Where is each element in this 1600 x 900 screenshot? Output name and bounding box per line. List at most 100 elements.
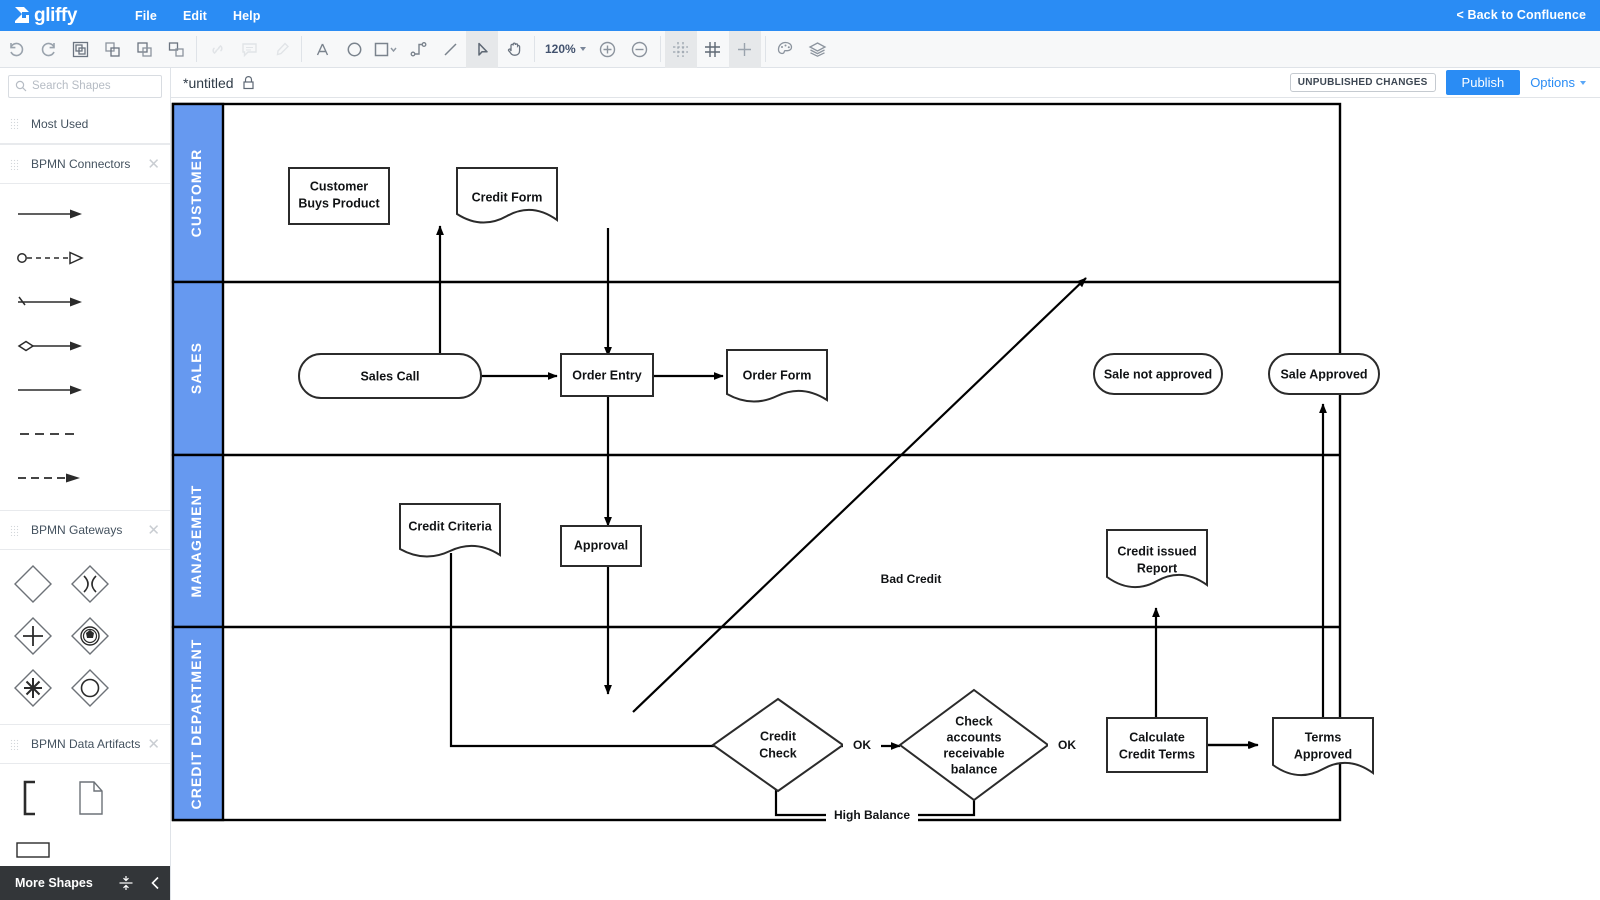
shape-gateway-exclusive-x[interactable]: [61, 558, 118, 610]
node-sales-call[interactable]: Sales Call: [298, 353, 482, 399]
node-credit-form[interactable]: Credit Form: [456, 167, 558, 224]
redo-icon[interactable]: [32, 31, 64, 68]
back-to-confluence-link[interactable]: < Back to Confluence: [1456, 8, 1586, 22]
shape-artifact-data-store[interactable]: [4, 824, 61, 876]
shape-artifact-group-bracket[interactable]: [4, 772, 61, 824]
menu-edit[interactable]: Edit: [182, 8, 207, 23]
comment-icon[interactable]: [233, 31, 265, 68]
document-title[interactable]: *untitled: [183, 74, 234, 91]
zoom-out-icon[interactable]: [624, 31, 656, 68]
node-check-accounts-receivable-balance[interactable]: Check accounts receivable balance: [898, 688, 1050, 802]
document-header: *untitled UNPUBLISHED CHANGES Publish Op…: [171, 68, 1600, 98]
menu-file[interactable]: File: [135, 8, 157, 23]
section-header-bpmn-connectors[interactable]: BPMN Connectors ✕: [0, 144, 170, 184]
node-order-entry[interactable]: Order Entry: [560, 353, 654, 397]
eyedropper-icon[interactable]: [265, 31, 297, 68]
shape-gateway-event-based-multiple[interactable]: [61, 610, 118, 662]
shape-connector-message-dashed[interactable]: [8, 236, 93, 280]
select-tool-icon[interactable]: [466, 30, 498, 68]
drag-grip-icon: [10, 158, 19, 170]
show-grid-icon[interactable]: [697, 31, 729, 68]
hide-sidebar-icon[interactable]: [141, 875, 170, 891]
swimlane-container[interactable]: CUSTOMER SALES MANAGEMENT CREDIT DEPARTM…: [171, 102, 1342, 822]
node-label: Credit Form: [472, 190, 543, 204]
section-header-most-used[interactable]: Most Used: [0, 104, 170, 144]
close-icon[interactable]: ✕: [147, 735, 160, 753]
shape-gateway-event-based-circle[interactable]: [61, 662, 118, 714]
node-label: Order Form: [743, 368, 812, 382]
node-credit-check[interactable]: Credit Check: [711, 697, 845, 793]
shape-connector-default-arrow[interactable]: [8, 280, 93, 324]
node-credit-issued-report[interactable]: Credit issued Report: [1106, 529, 1208, 588]
line-tool-icon[interactable]: [434, 31, 466, 68]
gliffy-logo[interactable]: gliffy: [12, 5, 77, 27]
node-label: Order Entry: [572, 368, 642, 382]
lock-icon[interactable]: [242, 75, 255, 90]
node-credit-criteria[interactable]: Credit Criteria: [399, 503, 501, 558]
zoom-in-icon[interactable]: [592, 31, 624, 68]
close-icon[interactable]: ✕: [147, 521, 160, 539]
arrange-icon[interactable]: [160, 31, 192, 68]
bring-to-front-icon[interactable]: [96, 31, 128, 68]
shape-connector-solid-arrow[interactable]: [8, 192, 93, 236]
pan-tool-icon[interactable]: [498, 31, 530, 68]
edge-credit-criteria-to-credit-check[interactable]: [449, 553, 901, 750]
shape-gateway-exclusive-blank[interactable]: [4, 558, 61, 610]
edge-label-ok-2: OK: [1058, 738, 1076, 752]
diagram-canvas[interactable]: CUSTOMER SALES MANAGEMENT CREDIT DEPARTM…: [171, 98, 1600, 900]
more-shapes-bar: More Shapes: [0, 866, 170, 900]
text-tool-icon[interactable]: [306, 31, 338, 68]
lane-header-credit[interactable]: [171, 625, 225, 822]
node-label-line2: accounts: [947, 730, 1002, 744]
node-label-line1: Credit issued: [1117, 544, 1196, 558]
lane-header-sales[interactable]: [171, 280, 225, 457]
close-icon[interactable]: ✕: [147, 155, 160, 173]
undo-icon[interactable]: [0, 31, 32, 68]
elbow-connector-icon[interactable]: [402, 31, 434, 68]
lane-label-sales: SALES: [188, 342, 204, 394]
collapse-expand-icon[interactable]: [111, 874, 141, 892]
lane-header-management[interactable]: [171, 453, 225, 629]
shape-connector-plain-arrow[interactable]: [8, 368, 93, 412]
node-calculate-credit-terms[interactable]: Calculate Credit Terms: [1106, 717, 1208, 773]
section-title: Most Used: [31, 116, 89, 131]
menu-help[interactable]: Help: [232, 8, 261, 23]
lane-header-customer[interactable]: [171, 102, 225, 284]
node-approval[interactable]: Approval: [560, 525, 642, 567]
node-sale-approved[interactable]: Sale Approved: [1268, 353, 1380, 395]
more-shapes-label[interactable]: More Shapes: [15, 876, 93, 890]
node-terms-approved[interactable]: Terms Approved: [1272, 717, 1374, 776]
options-dropdown[interactable]: Options: [1530, 75, 1586, 90]
ellipse-tool-icon[interactable]: [338, 31, 370, 68]
edge-label-high-balance: High Balance: [834, 808, 910, 822]
theme-palette-icon[interactable]: [770, 31, 802, 68]
publish-button[interactable]: Publish: [1445, 70, 1521, 95]
node-label: Credit Criteria: [408, 519, 492, 533]
rectangle-tool-icon[interactable]: [370, 31, 402, 68]
link-icon[interactable]: [201, 31, 233, 68]
layers-icon[interactable]: [802, 31, 834, 68]
send-to-back-icon[interactable]: [128, 31, 160, 68]
section-header-bpmn-data-artifacts[interactable]: BPMN Data Artifacts ✕: [0, 724, 170, 764]
zoom-level-value: 120%: [545, 42, 576, 56]
edge-credit-check-to-sale-not-approved[interactable]: [632, 277, 1087, 713]
node-customer-buys-product[interactable]: Customer Buys Product: [288, 167, 390, 225]
shape-artifact-data-object[interactable]: [61, 772, 118, 824]
snap-to-grid-icon[interactable]: [728, 30, 761, 68]
node-order-form[interactable]: Order Form: [726, 349, 828, 403]
node-label-line4: balance: [951, 762, 998, 776]
zoom-level-dropdown[interactable]: 120%: [539, 42, 592, 56]
node-sale-not-approved[interactable]: Sale not approved: [1093, 353, 1223, 395]
group-icon[interactable]: [64, 31, 96, 68]
shape-connector-conditional-diamond[interactable]: [8, 324, 93, 368]
section-header-bpmn-gateways[interactable]: BPMN Gateways ✕: [0, 510, 170, 550]
shape-connector-dashed-line[interactable]: [8, 412, 93, 456]
snap-to-guides-icon[interactable]: [664, 30, 697, 68]
shape-gateway-parallel-plus[interactable]: [4, 610, 61, 662]
shape-gateway-complex-asterisk[interactable]: [4, 662, 61, 714]
search-input[interactable]: Search Shapes: [8, 74, 162, 98]
toolbar-divider-3: [534, 36, 535, 62]
toolbar-divider-1: [196, 36, 197, 62]
shape-connector-dashed-arrow[interactable]: [8, 456, 93, 500]
search-row: Search Shapes: [0, 68, 170, 104]
